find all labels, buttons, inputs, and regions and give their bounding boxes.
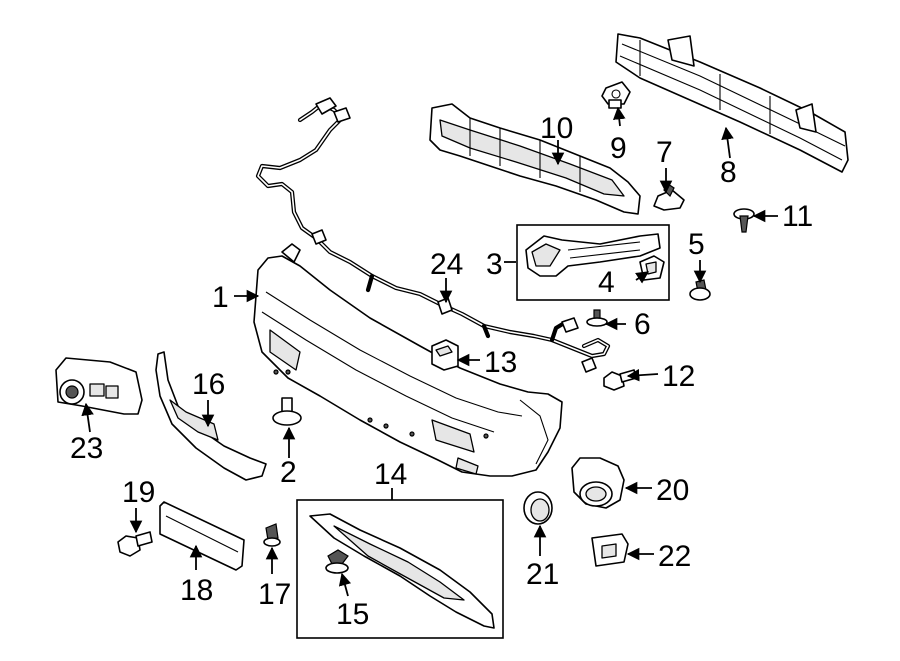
callout-labels: 1 2 3 4 5 6 7 8 9 10 11 12 13 14 15 16 1…: [70, 112, 813, 631]
part-22-sensor-bracket: [591, 533, 629, 567]
callout-21: 21: [526, 558, 559, 591]
part-8-reinforcement-bar: [615, 33, 849, 173]
callout-5: 5: [688, 228, 705, 261]
callout-15: 15: [336, 598, 369, 631]
callout-6: 6: [634, 308, 651, 341]
part-5-push-rivet: [689, 279, 711, 301]
callout-22: 22: [658, 540, 691, 573]
part-9-bolt: [601, 81, 631, 109]
part-14-lower-valance: [309, 513, 495, 629]
part-19-bolt: [117, 531, 153, 557]
callout-2: 2: [280, 456, 297, 489]
part-12-bolt: [603, 369, 637, 391]
part-21-sensor-ring: [523, 491, 553, 525]
part-3-4-group-box: [516, 224, 670, 301]
part-16-side-bracket: [155, 351, 267, 481]
callout-3: 3: [486, 248, 503, 281]
part-4-clip: [639, 255, 665, 281]
callout-23: 23: [70, 432, 103, 465]
part-17-clip: [263, 523, 281, 547]
callout-1: 1: [212, 281, 229, 314]
part-11-push-pin: [733, 208, 755, 233]
part-18-bracket-plate: [159, 501, 245, 571]
part-1-bumper-cover: [253, 243, 563, 477]
part-6-push-pin: [586, 309, 608, 327]
callout-13: 13: [484, 346, 517, 379]
part-3-bracket: [525, 233, 661, 277]
callout-8: 8: [720, 156, 737, 189]
callout-4: 4: [598, 266, 615, 299]
callout-18: 18: [180, 574, 213, 607]
callout-19: 19: [122, 476, 155, 509]
part-15-push-pin: [325, 549, 349, 574]
part-24-wiring-harness: [255, 97, 611, 373]
part-23-sensor-bracket: [55, 357, 143, 415]
callout-14: 14: [374, 458, 407, 491]
callout-12: 12: [662, 360, 695, 393]
callout-7: 7: [656, 136, 673, 169]
leader-arrows: [81, 106, 778, 597]
part-2-pin: [272, 397, 302, 426]
callout-17: 17: [258, 578, 291, 611]
callout-24: 24: [430, 248, 463, 281]
part-10-upper-support: [429, 103, 641, 215]
callout-9: 9: [610, 132, 627, 165]
part-14-group-box: [296, 499, 504, 639]
part-13-bracket: [431, 339, 459, 371]
part-7-clip: [653, 183, 685, 211]
callout-10: 10: [540, 112, 573, 145]
callout-16: 16: [192, 368, 225, 401]
callout-11: 11: [782, 200, 813, 233]
callout-20: 20: [656, 474, 689, 507]
part-20-parking-sensor: [571, 457, 625, 509]
